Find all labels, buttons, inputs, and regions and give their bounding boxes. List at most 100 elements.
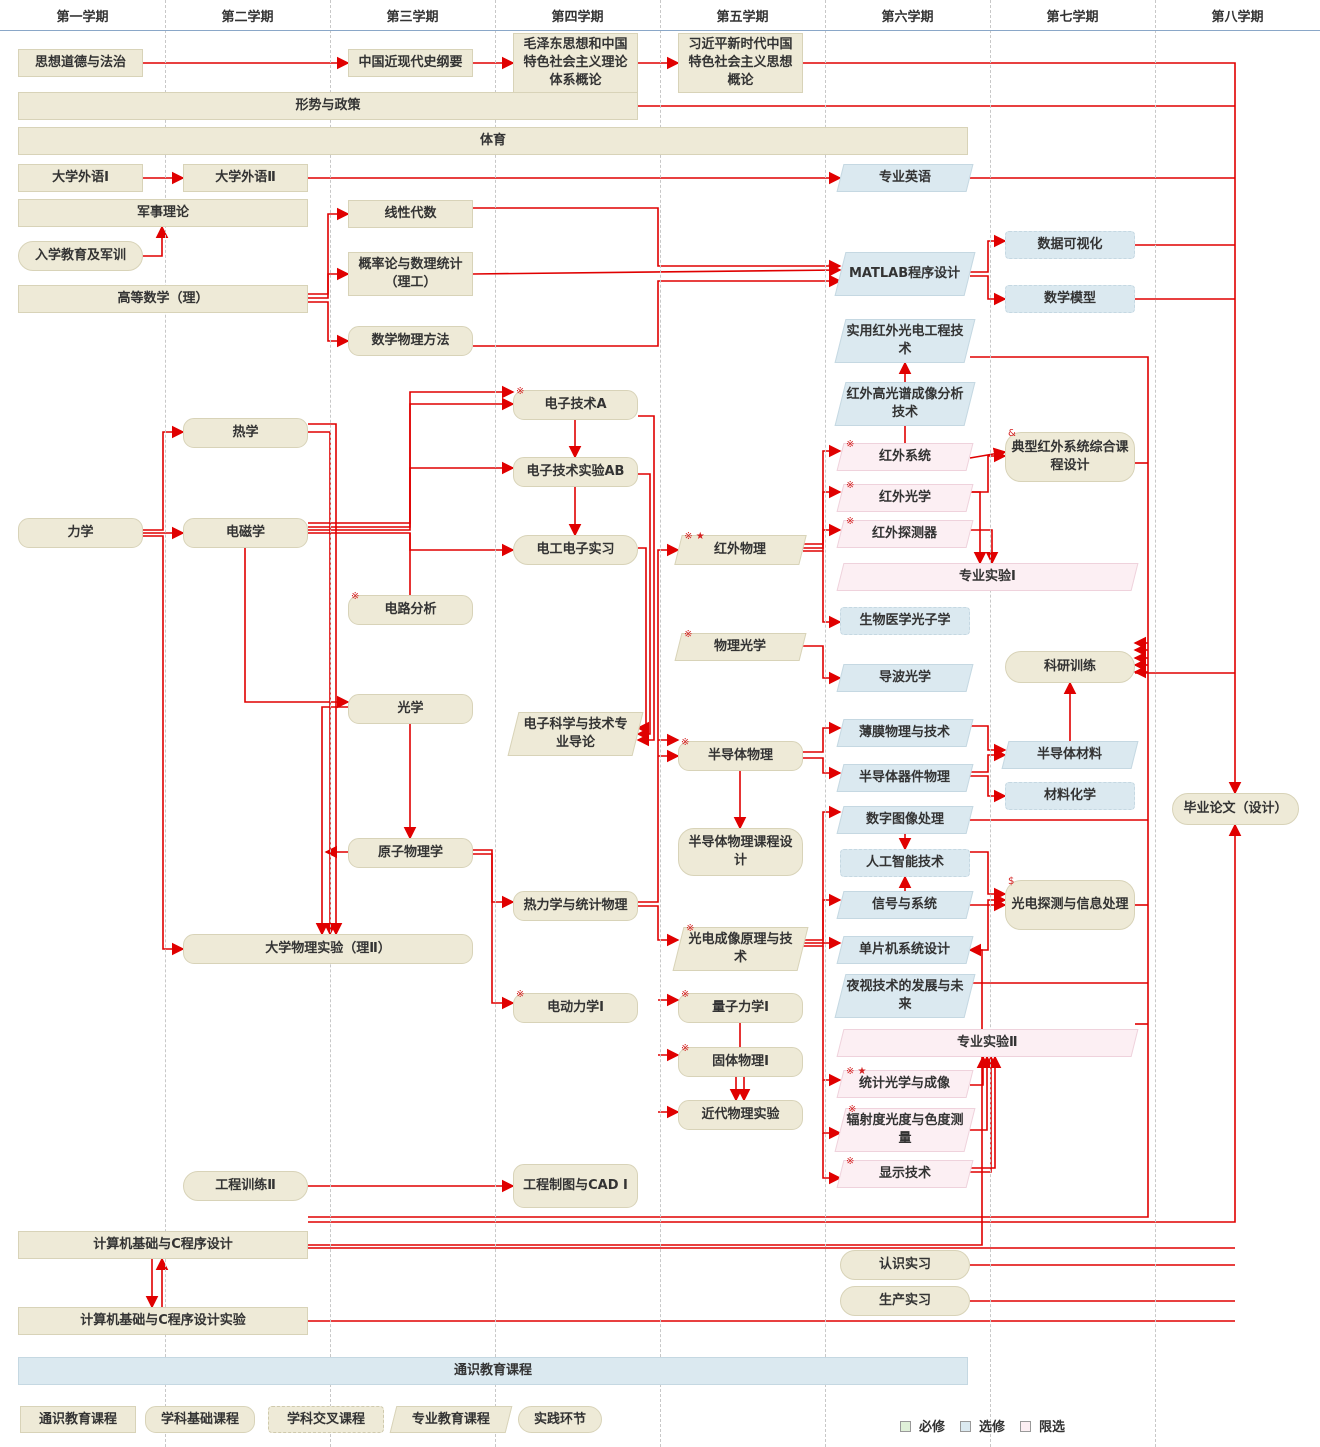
course-xiandai[interactable]: 线性代数 [348, 200, 473, 228]
course-tongji[interactable]: 统计光学与成像※ ★ [836, 1066, 974, 1098]
prerequisite-line [970, 851, 1007, 901]
course-xingshi[interactable]: 形势与政策 [18, 92, 638, 120]
course-xigai[interactable]: 习近平新时代中国特色社会主义思想概论 [678, 33, 803, 93]
course-gailv[interactable]: 概率论与数理统计（理工） [348, 252, 473, 296]
course-dianli[interactable]: 电动力学Ⅰ※ [513, 990, 638, 1023]
course-label: 大学物理实验（理Ⅱ） [265, 941, 391, 956]
course-tongshi[interactable]: 通识教育课程 [18, 1357, 968, 1385]
course-gcxl[interactable]: 工程训练Ⅱ [183, 1171, 308, 1201]
course-dwsy[interactable]: 大学物理实验（理Ⅱ） [183, 934, 473, 964]
course-gaoshu[interactable]: 高等数学（理） [18, 285, 308, 313]
course-bdtcailiao[interactable]: 半导体材料 [1001, 741, 1139, 769]
prerequisite-line [970, 234, 1007, 273]
course-guangxue[interactable]: 光学 [348, 694, 473, 724]
course-label: 中国近现代史纲要 [358, 55, 463, 70]
course-bdtkc[interactable]: 半导体物理课程设计 [678, 828, 803, 876]
legend-swatch [1020, 1421, 1031, 1432]
course-label: 入学教育及军训 [34, 248, 126, 263]
column-divider [495, 0, 496, 1447]
prerequisite-line [244, 548, 350, 709]
course-gaoguangpu[interactable]: 红外高光谱成像分析技术 [834, 382, 976, 426]
course-label: 大学外语Ⅰ [52, 170, 109, 185]
course-shiyong[interactable]: 实用红外光电工程技术 [834, 319, 976, 363]
course-dzsy[interactable]: 电子技术实验AB [513, 457, 638, 487]
course-biye[interactable]: 毕业论文（设计） [1172, 793, 1299, 825]
course-label: 专业实验Ⅰ [959, 569, 1016, 584]
course-zysy1[interactable]: 专业实验Ⅰ [836, 563, 1139, 591]
prerequisite-line [803, 523, 842, 552]
course-dianziA[interactable]: 电子技术A※ [513, 387, 638, 420]
course-label: 工程制图与CAD Ⅰ [523, 1178, 628, 1193]
course-liangzi[interactable]: 量子力学Ⅰ※ [678, 990, 803, 1023]
prerequisite-line [803, 805, 842, 941]
prerequisite-line [970, 275, 1007, 306]
course-jindaisy[interactable]: 近代物理实验 [678, 1100, 803, 1130]
course-label: 辐射度光度与色度测量 [846, 1113, 964, 1146]
course-hwguangxue[interactable]: 红外光学※ [836, 480, 974, 512]
course-dianci[interactable]: 电磁学 [183, 518, 308, 548]
course-renshi[interactable]: 认识实习 [840, 1250, 970, 1280]
course-matlab[interactable]: MATLAB程序设计 [834, 252, 976, 296]
course-bdtwuli[interactable]: 半导体物理※ [678, 738, 803, 771]
course-guti[interactable]: 固体物理Ⅰ※ [678, 1044, 803, 1077]
legend-swatch [900, 1421, 911, 1432]
course-jsj[interactable]: 计算机基础与C程序设计 [18, 1231, 308, 1259]
course-cailiaohua[interactable]: 材料化学 [1005, 782, 1135, 810]
course-yeshi[interactable]: 夜视技术的发展与未来 [834, 974, 976, 1018]
course-lixue[interactable]: 力学 [18, 518, 143, 548]
course-fushe[interactable]: 辐射度光度与色度测量※ [834, 1104, 976, 1152]
course-label: 电动力学Ⅰ [547, 1000, 604, 1015]
course-marker: & [1008, 428, 1016, 439]
course-danpian[interactable]: 单片机系统设计 [836, 936, 974, 964]
course-rexue[interactable]: 热学 [183, 418, 308, 448]
course-hwxitong[interactable]: 红外系统※ [836, 439, 974, 471]
course-zysy2[interactable]: 专业实验Ⅱ [836, 1029, 1139, 1057]
prerequisite-line [308, 356, 1149, 1218]
course-chengxiang[interactable]: 光电成像原理与技术※ [672, 923, 809, 971]
course-bdtqijian[interactable]: 半导体器件物理 [836, 764, 974, 792]
course-tiyu[interactable]: 体育 [18, 127, 968, 155]
course-yuanzi[interactable]: 原子物理学 [348, 838, 473, 868]
course-keshihua[interactable]: 数据可视化 [1005, 231, 1135, 259]
course-ruxue[interactable]: 入学教育及军训 [18, 241, 143, 271]
course-dgsx[interactable]: 电工电子实习 [513, 535, 638, 565]
course-wuliguang[interactable]: 物理光学※ [674, 629, 807, 661]
course-xinhao[interactable]: 信号与系统 [836, 891, 974, 919]
course-jsjsy[interactable]: 计算机基础与C程序设计实验 [18, 1307, 308, 1335]
course-shuzi[interactable]: 数字图像处理 [836, 806, 974, 834]
course-marker: ※ [845, 516, 855, 527]
course-zhuanye_en[interactable]: 专业英语 [836, 164, 974, 192]
course-junshi[interactable]: 军事理论 [18, 199, 308, 227]
course-dianlu[interactable]: 电路分析※ [348, 592, 473, 625]
prerequisite-line [822, 1133, 842, 1185]
course-shengwu[interactable]: 生物医学光子学 [840, 607, 970, 635]
course-shumo[interactable]: 数学模型 [1005, 285, 1135, 313]
course-xianshi[interactable]: 显示技术※ [836, 1156, 974, 1188]
course-shuwu[interactable]: 数学物理方法 [348, 326, 473, 356]
course-hwwuli[interactable]: 红外物理※ ★ [674, 531, 807, 565]
course-jindai[interactable]: 中国近现代史纲要 [348, 49, 473, 77]
course-maogai[interactable]: 毛泽东思想和中国特色社会主义理论体系概论 [513, 33, 638, 93]
course-daolun[interactable]: 电子科学与技术专业导论 [507, 712, 644, 756]
course-label: 薄膜物理与技术 [859, 725, 951, 740]
course-zhitu[interactable]: 工程制图与CAD Ⅰ [513, 1164, 638, 1208]
course-shengchan[interactable]: 生产实习 [840, 1286, 970, 1316]
course-ai[interactable]: 人工智能技术 [840, 849, 970, 877]
course-label: 电子技术A [544, 397, 607, 412]
course-hwtance[interactable]: 红外探测器 ※ [836, 516, 974, 548]
course-reli[interactable]: 热力学与统计物理 [513, 891, 638, 921]
prerequisite-line [970, 1055, 998, 1173]
course-label: 红外探测器 [872, 526, 938, 541]
course-daobo[interactable]: 导波光学 [836, 664, 974, 692]
course-guangdian[interactable]: 光电探测与信息处理$ [1005, 877, 1135, 930]
course-keyan[interactable]: 科研训练 [1005, 651, 1135, 683]
course-sixiang[interactable]: 思想道德与法治 [18, 49, 143, 77]
course-label: 实用红外光电工程技术 [846, 324, 964, 357]
course-waiyu2[interactable]: 大学外语Ⅱ [183, 164, 308, 192]
course-bomo[interactable]: 薄膜物理与技术 [836, 719, 974, 747]
course-dianxing[interactable]: 典型红外系统综合课程设计& [1005, 428, 1135, 482]
course-waiyu1[interactable]: 大学外语Ⅰ [18, 164, 143, 192]
legend-type-gen: 通识教育课程 [20, 1406, 136, 1433]
prerequisite-line [308, 301, 350, 348]
